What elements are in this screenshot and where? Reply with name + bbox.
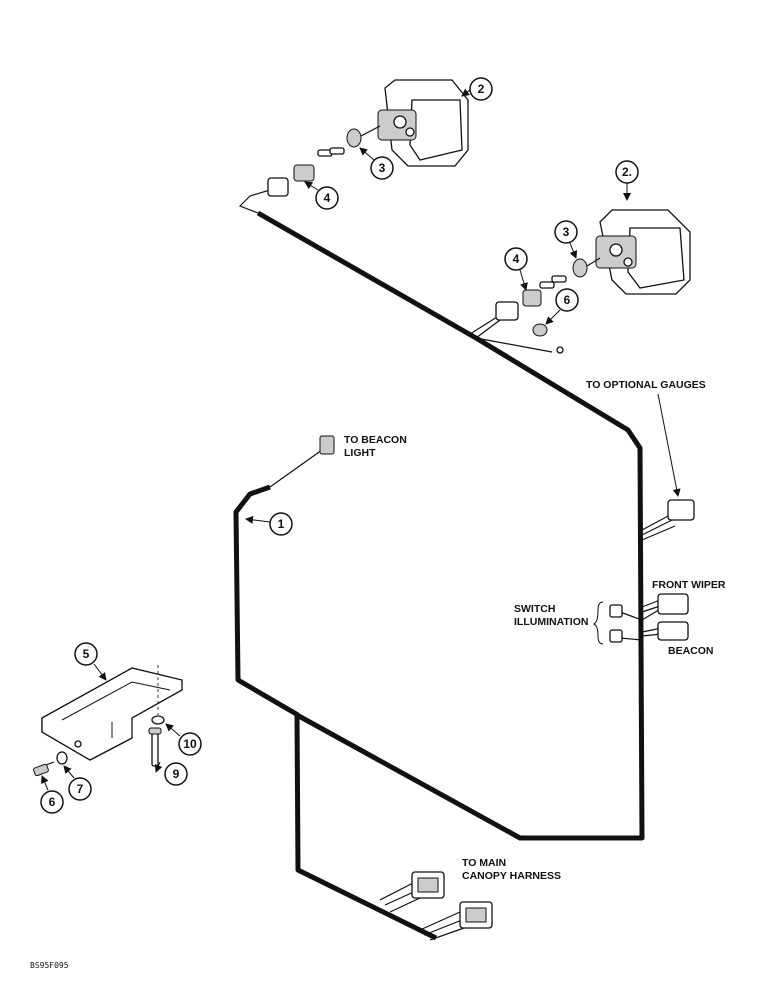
main-harness — [256, 210, 645, 941]
switch-connector-1 — [609, 604, 623, 618]
bolt-6 — [33, 761, 55, 777]
washer-7 — [56, 751, 68, 765]
grommet-top — [346, 125, 381, 148]
gauges-leader — [657, 393, 681, 497]
label-to-main-line1: TO MAIN — [462, 857, 506, 869]
figure-code: BS95F095 — [30, 961, 69, 970]
harness-loop — [233, 484, 300, 718]
washer-10 — [151, 715, 165, 725]
front-wiper-connector — [657, 593, 689, 615]
callout-10: 10 — [165, 723, 202, 756]
svg-text:3: 3 — [379, 161, 386, 175]
label-to-beacon-line2: LIGHT — [344, 447, 376, 459]
terminals-right — [539, 275, 567, 289]
canopy-connector-1 — [411, 871, 445, 899]
svg-text:4: 4 — [324, 191, 331, 205]
label-to-main-line2: CANOPY HARNESS — [462, 870, 561, 882]
callout-3a: 3 — [359, 147, 394, 180]
svg-text:4: 4 — [513, 252, 520, 266]
ring-terminal — [556, 346, 564, 354]
svg-text:2: 2 — [478, 82, 485, 96]
connector-top — [267, 164, 315, 197]
terminals-top — [317, 147, 345, 157]
connector-mid — [495, 289, 542, 321]
switch-brace — [592, 601, 604, 645]
callout-4a: 4 — [304, 181, 339, 210]
mounting-bracket — [41, 667, 183, 761]
label-switch-line2: ILLUMINATION — [514, 616, 588, 628]
callout-7: 7 — [63, 765, 92, 801]
svg-text:2.: 2. — [622, 165, 632, 179]
beacon-connector — [319, 435, 335, 455]
label-switch-line1: SWITCH — [514, 603, 555, 615]
svg-text:5: 5 — [83, 647, 90, 661]
nut-mid — [532, 323, 548, 337]
svg-text:1: 1 — [278, 517, 285, 531]
switch-connector-2 — [609, 629, 623, 643]
svg-text:9: 9 — [173, 767, 180, 781]
callout-9: 9 — [154, 761, 188, 786]
svg-text:6: 6 — [564, 293, 571, 307]
bolt-9 — [148, 727, 162, 767]
beacon-switch-connector — [657, 621, 689, 641]
label-to-beacon-line1: TO BEACON — [344, 434, 407, 446]
canopy-connector-2 — [459, 901, 493, 929]
callout-1: 1 — [245, 512, 293, 536]
svg-text:10: 10 — [183, 737, 197, 751]
label-beacon: BEACON — [668, 645, 714, 657]
beacon-lead — [269, 449, 323, 488]
svg-text:6: 6 — [49, 795, 56, 809]
work-lamp-right — [595, 209, 691, 295]
gauges-connector — [667, 499, 695, 521]
label-to-optional-gauges: TO OPTIONAL GAUGES — [586, 379, 706, 391]
callout-5: 5 — [74, 642, 107, 681]
callout-6a: 6 — [545, 288, 579, 325]
callout-4b: 4 — [504, 247, 528, 291]
svg-text:7: 7 — [77, 782, 84, 796]
callout-6b: 6 — [40, 775, 64, 814]
top-left-lead — [238, 189, 271, 214]
gauge-wires — [641, 514, 676, 541]
callout-3b: 3 — [554, 220, 578, 259]
callout-2a: 2 — [461, 77, 493, 101]
label-front-wiper: FRONT WIPER — [652, 579, 726, 591]
svg-text:3: 3 — [563, 225, 570, 239]
grommet-right — [572, 257, 601, 278]
callout-2b: 2. — [615, 160, 639, 201]
work-lamp-top — [377, 79, 469, 167]
canopy-wires — [379, 881, 465, 941]
wiper-wires — [619, 599, 663, 621]
